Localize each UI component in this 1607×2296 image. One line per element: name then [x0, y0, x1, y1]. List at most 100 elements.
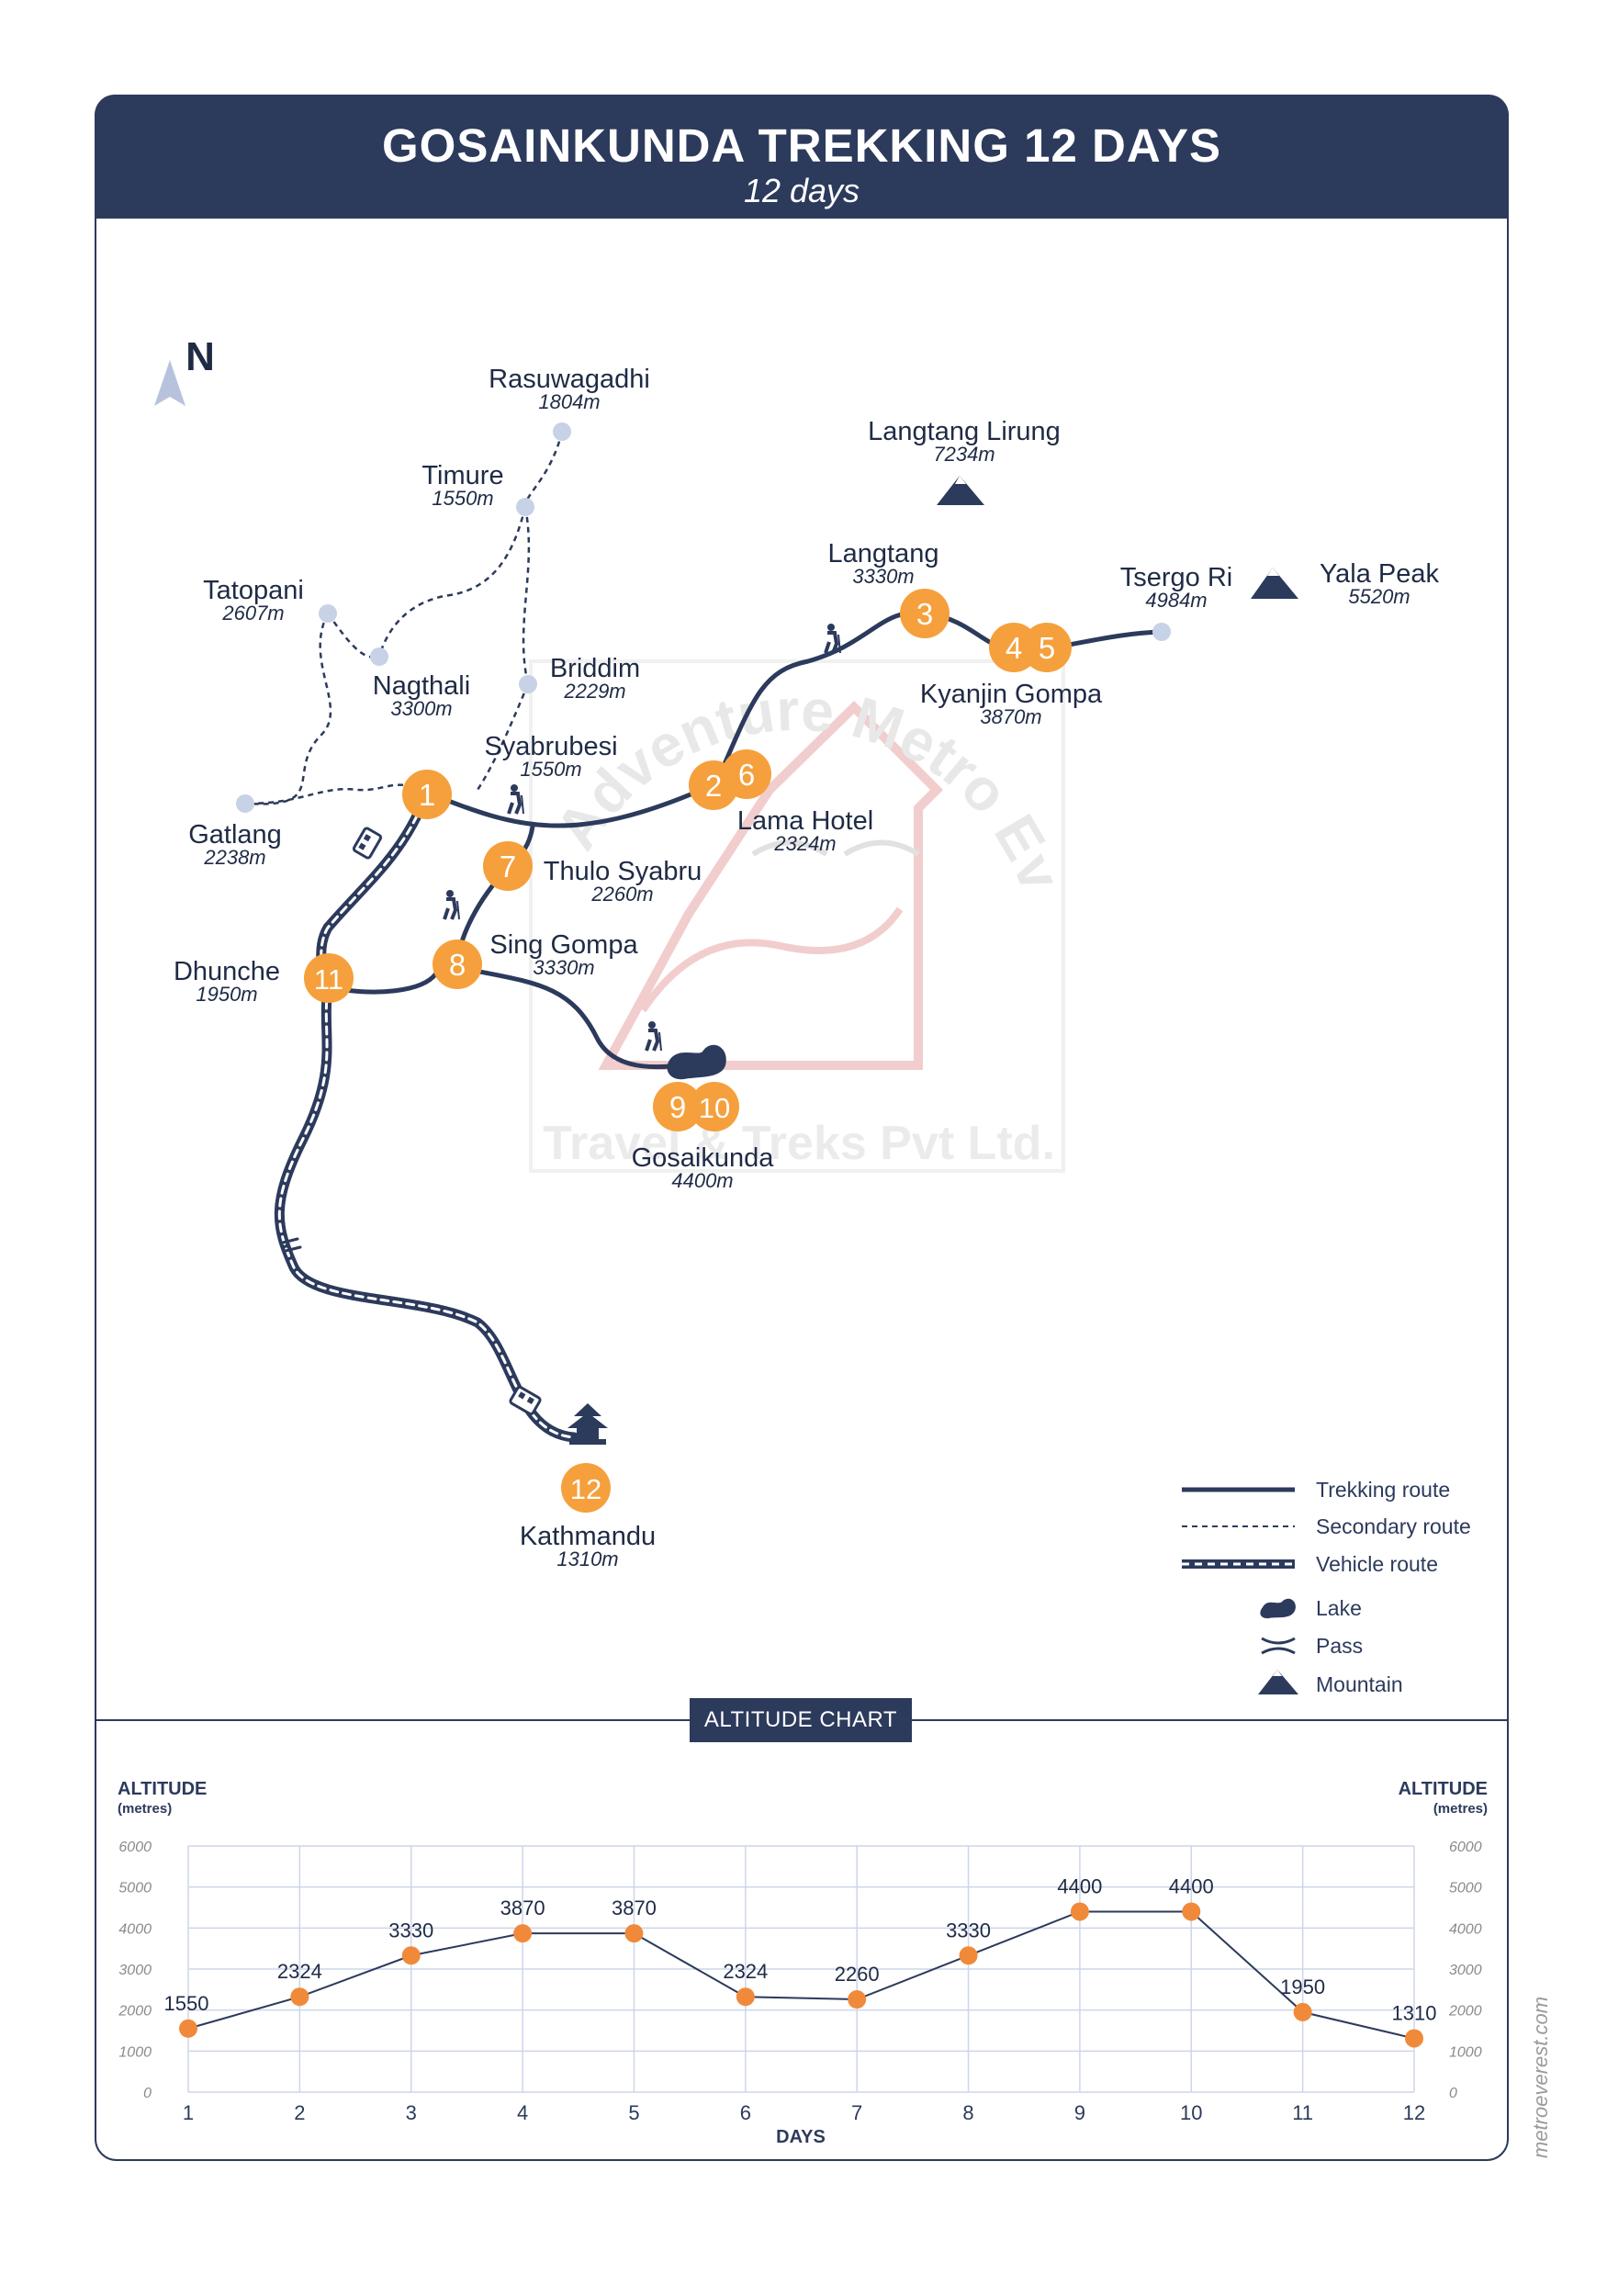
place-name: Timure — [421, 461, 503, 490]
day-marker-number: 4 — [1006, 631, 1022, 665]
place-name: Briddim — [550, 654, 640, 683]
day-marker[interactable]: 11 — [304, 953, 354, 1003]
chart-x-tick: 9 — [1074, 2101, 1085, 2124]
chart-y-tick-right: 4000 — [1449, 1921, 1482, 1937]
chart-x-tick: 6 — [740, 2101, 751, 2124]
route-timure-briddim — [522, 506, 531, 685]
place-name: Kathmandu — [520, 1522, 656, 1551]
place-altitude: 2324m — [773, 832, 836, 855]
chart-x-tick: 4 — [517, 2101, 528, 2124]
chart-y-unit-left: (metres) — [118, 1801, 172, 1817]
place-name: Kyanjin Gompa — [920, 680, 1103, 709]
chart-y-tick-right: 3000 — [1449, 1963, 1482, 1978]
village-node — [319, 604, 337, 623]
day-marker[interactable]: 7 — [483, 841, 533, 891]
place-altitude: 4400m — [671, 1169, 733, 1192]
legend-lake-icon — [1260, 1598, 1296, 1619]
chart-point[interactable] — [290, 1987, 309, 2007]
chart-y-title-right: ALTITUDE — [1399, 1779, 1488, 1799]
day-marker[interactable]: 6 — [722, 749, 771, 799]
lake-icon — [667, 1044, 726, 1080]
legend-mountain-icon — [1258, 1670, 1298, 1694]
place-altitude: 2238m — [203, 846, 265, 869]
chart-data-label: 2324 — [723, 1960, 768, 1983]
chart-y-tick-left: 2000 — [118, 2004, 152, 2020]
chart-x-tick: 10 — [1180, 2101, 1202, 2124]
legend-trekking-label: Trekking route — [1316, 1478, 1450, 1502]
village-nodes — [236, 422, 1171, 813]
day-marker-number: 10 — [699, 1092, 730, 1124]
place-name: Dhunche — [174, 957, 280, 986]
day-marker[interactable]: 10 — [690, 1082, 739, 1131]
mountain-icons — [937, 476, 1298, 599]
chart-point[interactable] — [848, 1990, 867, 2009]
chart-y-tick-left: 3000 — [118, 1963, 152, 1978]
place-name: Gosaikunda — [632, 1143, 775, 1173]
hiker-icon — [507, 784, 524, 815]
day-marker[interactable]: 5 — [1022, 623, 1072, 672]
bus-icon-2 — [509, 1385, 542, 1416]
day-marker[interactable]: 12 — [561, 1463, 611, 1513]
place-altitude: 2260m — [590, 883, 653, 906]
mountain-icon — [1251, 568, 1298, 599]
chart-x-tick: 12 — [1403, 2101, 1425, 2124]
page-subtitle: 12 days — [743, 172, 860, 209]
hiker-icon — [824, 624, 841, 654]
chart-point[interactable] — [1182, 1902, 1201, 1921]
day-marker[interactable]: 8 — [433, 940, 482, 989]
village-node — [553, 422, 571, 441]
chart-point[interactable] — [401, 1946, 421, 1965]
village-node — [1152, 623, 1171, 641]
vehicle-route — [274, 787, 579, 1443]
legend-secondary-label: Secondary route — [1316, 1514, 1471, 1538]
chart-x-tick: 1 — [183, 2101, 194, 2124]
chart-data-label: 1310 — [1392, 2001, 1437, 2024]
chart-y-tick-left: 1000 — [118, 2044, 152, 2060]
chart-point[interactable] — [1405, 2029, 1423, 2048]
place-altitude: 3300m — [390, 697, 452, 720]
north-arrow-icon — [154, 360, 185, 406]
day-marker[interactable]: 3 — [900, 589, 950, 638]
hiker-icons — [443, 624, 841, 1052]
chart-data-label: 2324 — [277, 1960, 322, 1983]
chart-point[interactable] — [1070, 1902, 1089, 1921]
website-url[interactable]: metroeverest.com — [1529, 1996, 1552, 2158]
route-tatopani-gatlang — [247, 613, 332, 805]
legend-pass-label: Pass — [1316, 1634, 1363, 1658]
route-timure-nagthali — [377, 506, 527, 658]
day-marker-number: 5 — [1039, 631, 1055, 665]
day-marker-number: 9 — [669, 1090, 686, 1124]
place-name: Lama Hotel — [737, 806, 873, 836]
village-node — [516, 498, 534, 516]
day-marker[interactable]: 9 — [653, 1082, 702, 1131]
chart-point[interactable] — [513, 1924, 533, 1943]
pass-marker-icon — [281, 1237, 302, 1253]
place-labels: Rasuwagadhi 1804m Timure 1550m Tatopani … — [174, 365, 1440, 1570]
place-altitude: 2607m — [221, 602, 284, 625]
village-node — [370, 647, 388, 666]
place-altitude: 3330m — [852, 565, 914, 588]
day-marker-number: 1 — [419, 778, 435, 812]
chart-x-title: DAYS — [776, 2127, 826, 2147]
place-name: Gatlang — [188, 820, 282, 850]
day-marker-number: 2 — [705, 769, 722, 803]
place-name: Yala Peak — [1320, 559, 1440, 589]
chart-series-line — [187, 1910, 1415, 2040]
day-marker-number: 8 — [449, 948, 466, 982]
chart-point[interactable] — [179, 2019, 197, 2038]
chart-point[interactable] — [959, 1946, 978, 1965]
day-marker[interactable]: 1 — [402, 770, 452, 819]
chart-point[interactable] — [736, 1987, 755, 2007]
chart-point[interactable] — [624, 1924, 644, 1943]
place-altitude: 7234m — [933, 443, 995, 466]
place-name: Thulo Syabru — [544, 857, 702, 886]
day-marker-number: 7 — [500, 850, 516, 884]
watermark-swoosh-icon — [639, 906, 904, 1013]
watermark-bottom-text: Travel & Treks Pvt Ltd. — [543, 1117, 1055, 1170]
chart-data-label: 3330 — [388, 1919, 433, 1941]
chart-y-tick-left: 6000 — [118, 1840, 152, 1855]
legend-vehicle-label: Vehicle route — [1316, 1552, 1438, 1576]
chart-point[interactable] — [1293, 2002, 1312, 2021]
